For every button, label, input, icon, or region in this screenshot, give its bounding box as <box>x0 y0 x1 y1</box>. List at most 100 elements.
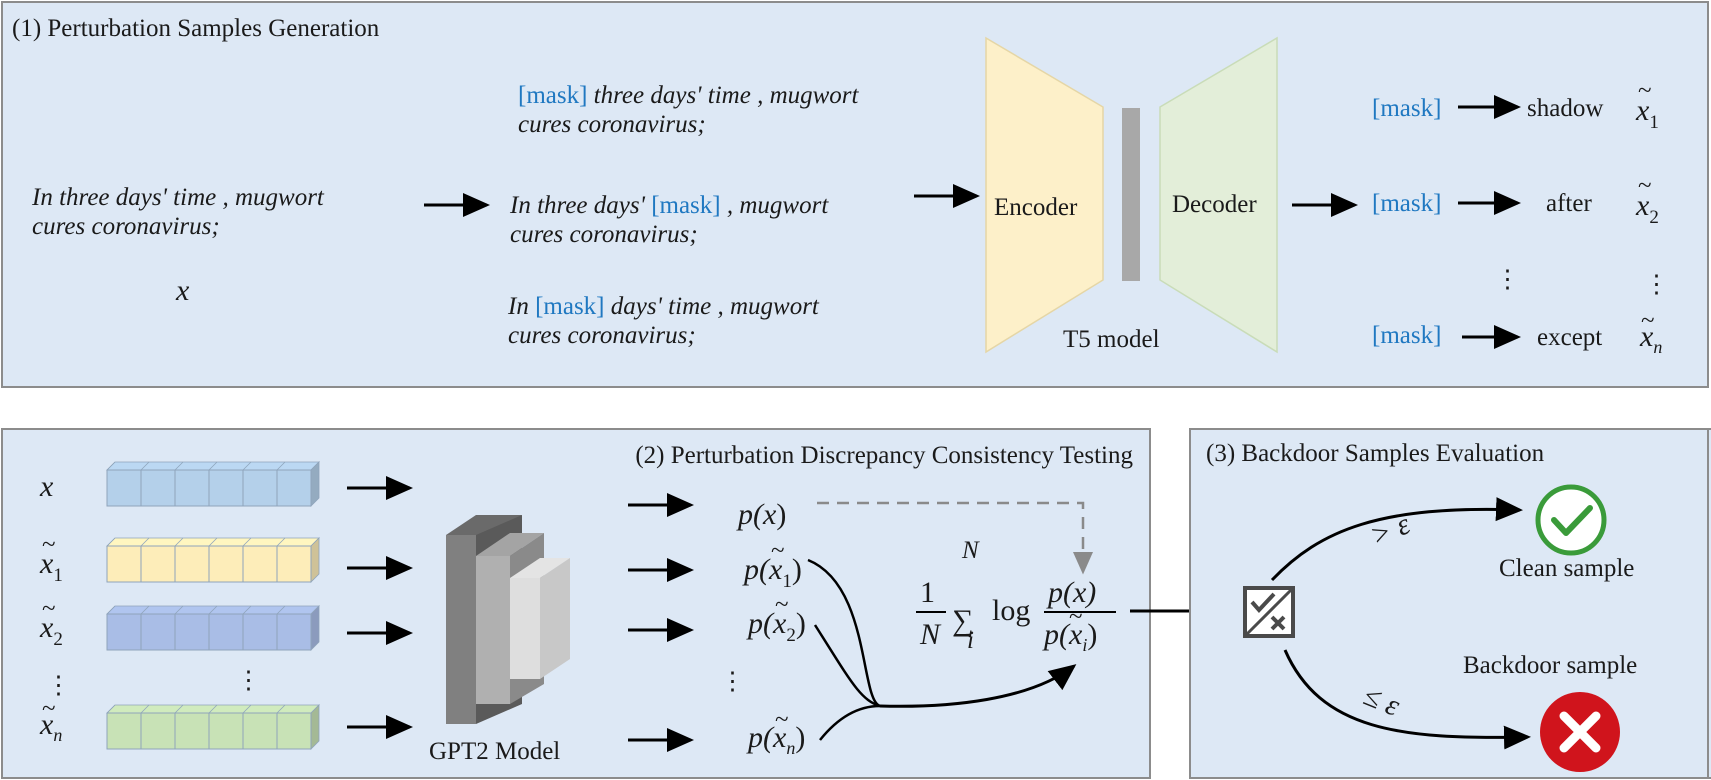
token-cell <box>276 712 312 750</box>
token-cell <box>106 545 142 583</box>
output-row-n: [mask] except xn ~ <box>1372 307 1662 357</box>
clean-check-icon <box>1535 484 1607 556</box>
token-bar-x <box>106 461 320 507</box>
token-cell <box>140 545 176 583</box>
panel-perturbation-generation: (1) Perturbation Samples Generation In t… <box>1 1 1709 388</box>
curve-px2-merge <box>813 624 881 708</box>
formula-sum: ∑ <box>952 604 973 637</box>
token-cell <box>208 613 244 651</box>
bars-ellipsis: ⋮ <box>236 667 261 694</box>
prob-px1: p(x1) <box>742 553 802 592</box>
arrow-to-backdoor <box>1283 649 1531 750</box>
tilde: ~ <box>42 531 56 558</box>
token-cell <box>174 613 210 651</box>
token-cell <box>140 469 176 507</box>
output-word-2: after <box>1546 190 1592 217</box>
output-word-1: shadow <box>1527 95 1603 122</box>
panel1-background <box>1 1 1709 388</box>
token-cell <box>106 712 142 750</box>
prob-ellipsis: ⋮ <box>720 668 745 695</box>
token-bar-x1 <box>106 537 320 583</box>
tilde: ~ <box>775 706 789 733</box>
formula-N: N <box>919 618 942 651</box>
mask-token: [mask] <box>518 82 587 109</box>
token-cell <box>208 545 244 583</box>
input-symbol-x: x <box>175 274 190 307</box>
token-cell <box>174 545 210 583</box>
discrepancy-formula: 1 N N ∑ i log p(x) p(xi) ~ <box>916 537 1116 655</box>
formula-sum-top: N <box>961 537 980 564</box>
formula-one: 1 <box>920 576 935 609</box>
output-mask-1: [mask] <box>1372 95 1441 122</box>
curve-merge-to-formula <box>879 664 1077 708</box>
t5-bottleneck <box>1122 108 1140 281</box>
perturbation-2-line1: In three days' [mask] , mugwort <box>509 192 829 219</box>
perturbation-2-post: , mugwort <box>721 192 830 219</box>
tilde: ~ <box>775 591 789 618</box>
token-cell <box>242 469 278 507</box>
row-ellipsis: ⋮ <box>46 672 71 699</box>
output-ellipsis-symbols: ⋮ <box>1644 271 1669 298</box>
decoder-trapezoid <box>1159 36 1278 354</box>
input-sentence-line2: cures coronavirus; <box>32 213 220 240</box>
arrow-to-clean <box>1270 497 1523 582</box>
tilde: ~ <box>42 595 56 622</box>
output-mask-2: [mask] <box>1372 190 1441 217</box>
output-row-1: [mask] shadow x1 ~ <box>1372 77 1659 133</box>
perturbation-3-post: days' time , mugwort <box>605 293 820 320</box>
tilde: ~ <box>1641 307 1655 334</box>
token-cell <box>242 545 278 583</box>
tilde: ~ <box>1638 172 1652 199</box>
encoder-label: Encoder <box>994 194 1078 221</box>
encoder-trapezoid <box>985 36 1104 354</box>
perturbation-3-pre: In <box>507 293 535 320</box>
token-cell <box>208 712 244 750</box>
tilde: ~ <box>42 695 56 722</box>
token-bar-xn <box>106 704 320 750</box>
token-cell <box>208 469 244 507</box>
panel-discrepancy-testing: (2) Perturbation Discrepancy Consistency… <box>1 428 1227 779</box>
clean-sample-label: Clean sample <box>1499 555 1634 582</box>
panel2-title: (2) Perturbation Discrepancy Consistency… <box>635 442 1133 469</box>
mask-token: [mask] <box>535 293 604 320</box>
output-row-2: [mask] after x2 ~ <box>1372 172 1659 228</box>
input-sentence-line1: In three days' time , mugwort <box>31 184 325 211</box>
token-cell <box>174 469 210 507</box>
dashed-arrow-px-to-formula <box>817 501 1093 575</box>
token-bar-x2 <box>106 605 320 651</box>
perturbation-3-line2: cures coronavirus; <box>508 322 696 349</box>
row-symbol-x: x <box>39 470 54 503</box>
perturbation-2-pre: In three days' <box>509 192 651 219</box>
prob-pxn: p(xn) <box>746 721 805 758</box>
token-cell <box>276 613 312 651</box>
formula-log: log <box>992 594 1030 627</box>
token-cell <box>276 545 312 583</box>
perturbation-1-line1: [mask] three days' time , mugwort <box>518 82 860 109</box>
prob-px: p(x) <box>736 498 786 531</box>
token-cell <box>174 712 210 750</box>
backdoor-sample-label: Backdoor sample <box>1463 652 1637 679</box>
backdoor-cross-icon <box>1540 692 1620 772</box>
token-embedding-bars <box>106 461 320 750</box>
output-word-n: except <box>1537 324 1602 351</box>
perturbation-2-line2: cures coronavirus; <box>510 221 698 248</box>
perturbation-3-line1: In [mask] days' time , mugwort <box>507 293 820 320</box>
token-cell <box>242 712 278 750</box>
gpt2-model-block <box>446 515 570 724</box>
token-cell <box>106 469 142 507</box>
t5-model-label: T5 model <box>1063 326 1160 353</box>
curve-pxn-merge <box>819 704 881 741</box>
token-cell <box>140 613 176 651</box>
decision-icon <box>1243 586 1295 638</box>
token-cell <box>276 469 312 507</box>
gpt2-model-label: GPT2 Model <box>429 738 560 765</box>
output-ellipsis-words: ⋮ <box>1495 266 1520 293</box>
panel1-title: (1) Perturbation Samples Generation <box>12 15 380 42</box>
decoder-label: Decoder <box>1172 191 1257 218</box>
mask-token: [mask] <box>651 192 720 219</box>
token-cell <box>242 613 278 651</box>
formula-sum-bottom: i <box>967 627 974 654</box>
curve-px1-merge <box>807 558 881 708</box>
output-mask-n: [mask] <box>1372 322 1441 349</box>
token-cell <box>140 712 176 750</box>
